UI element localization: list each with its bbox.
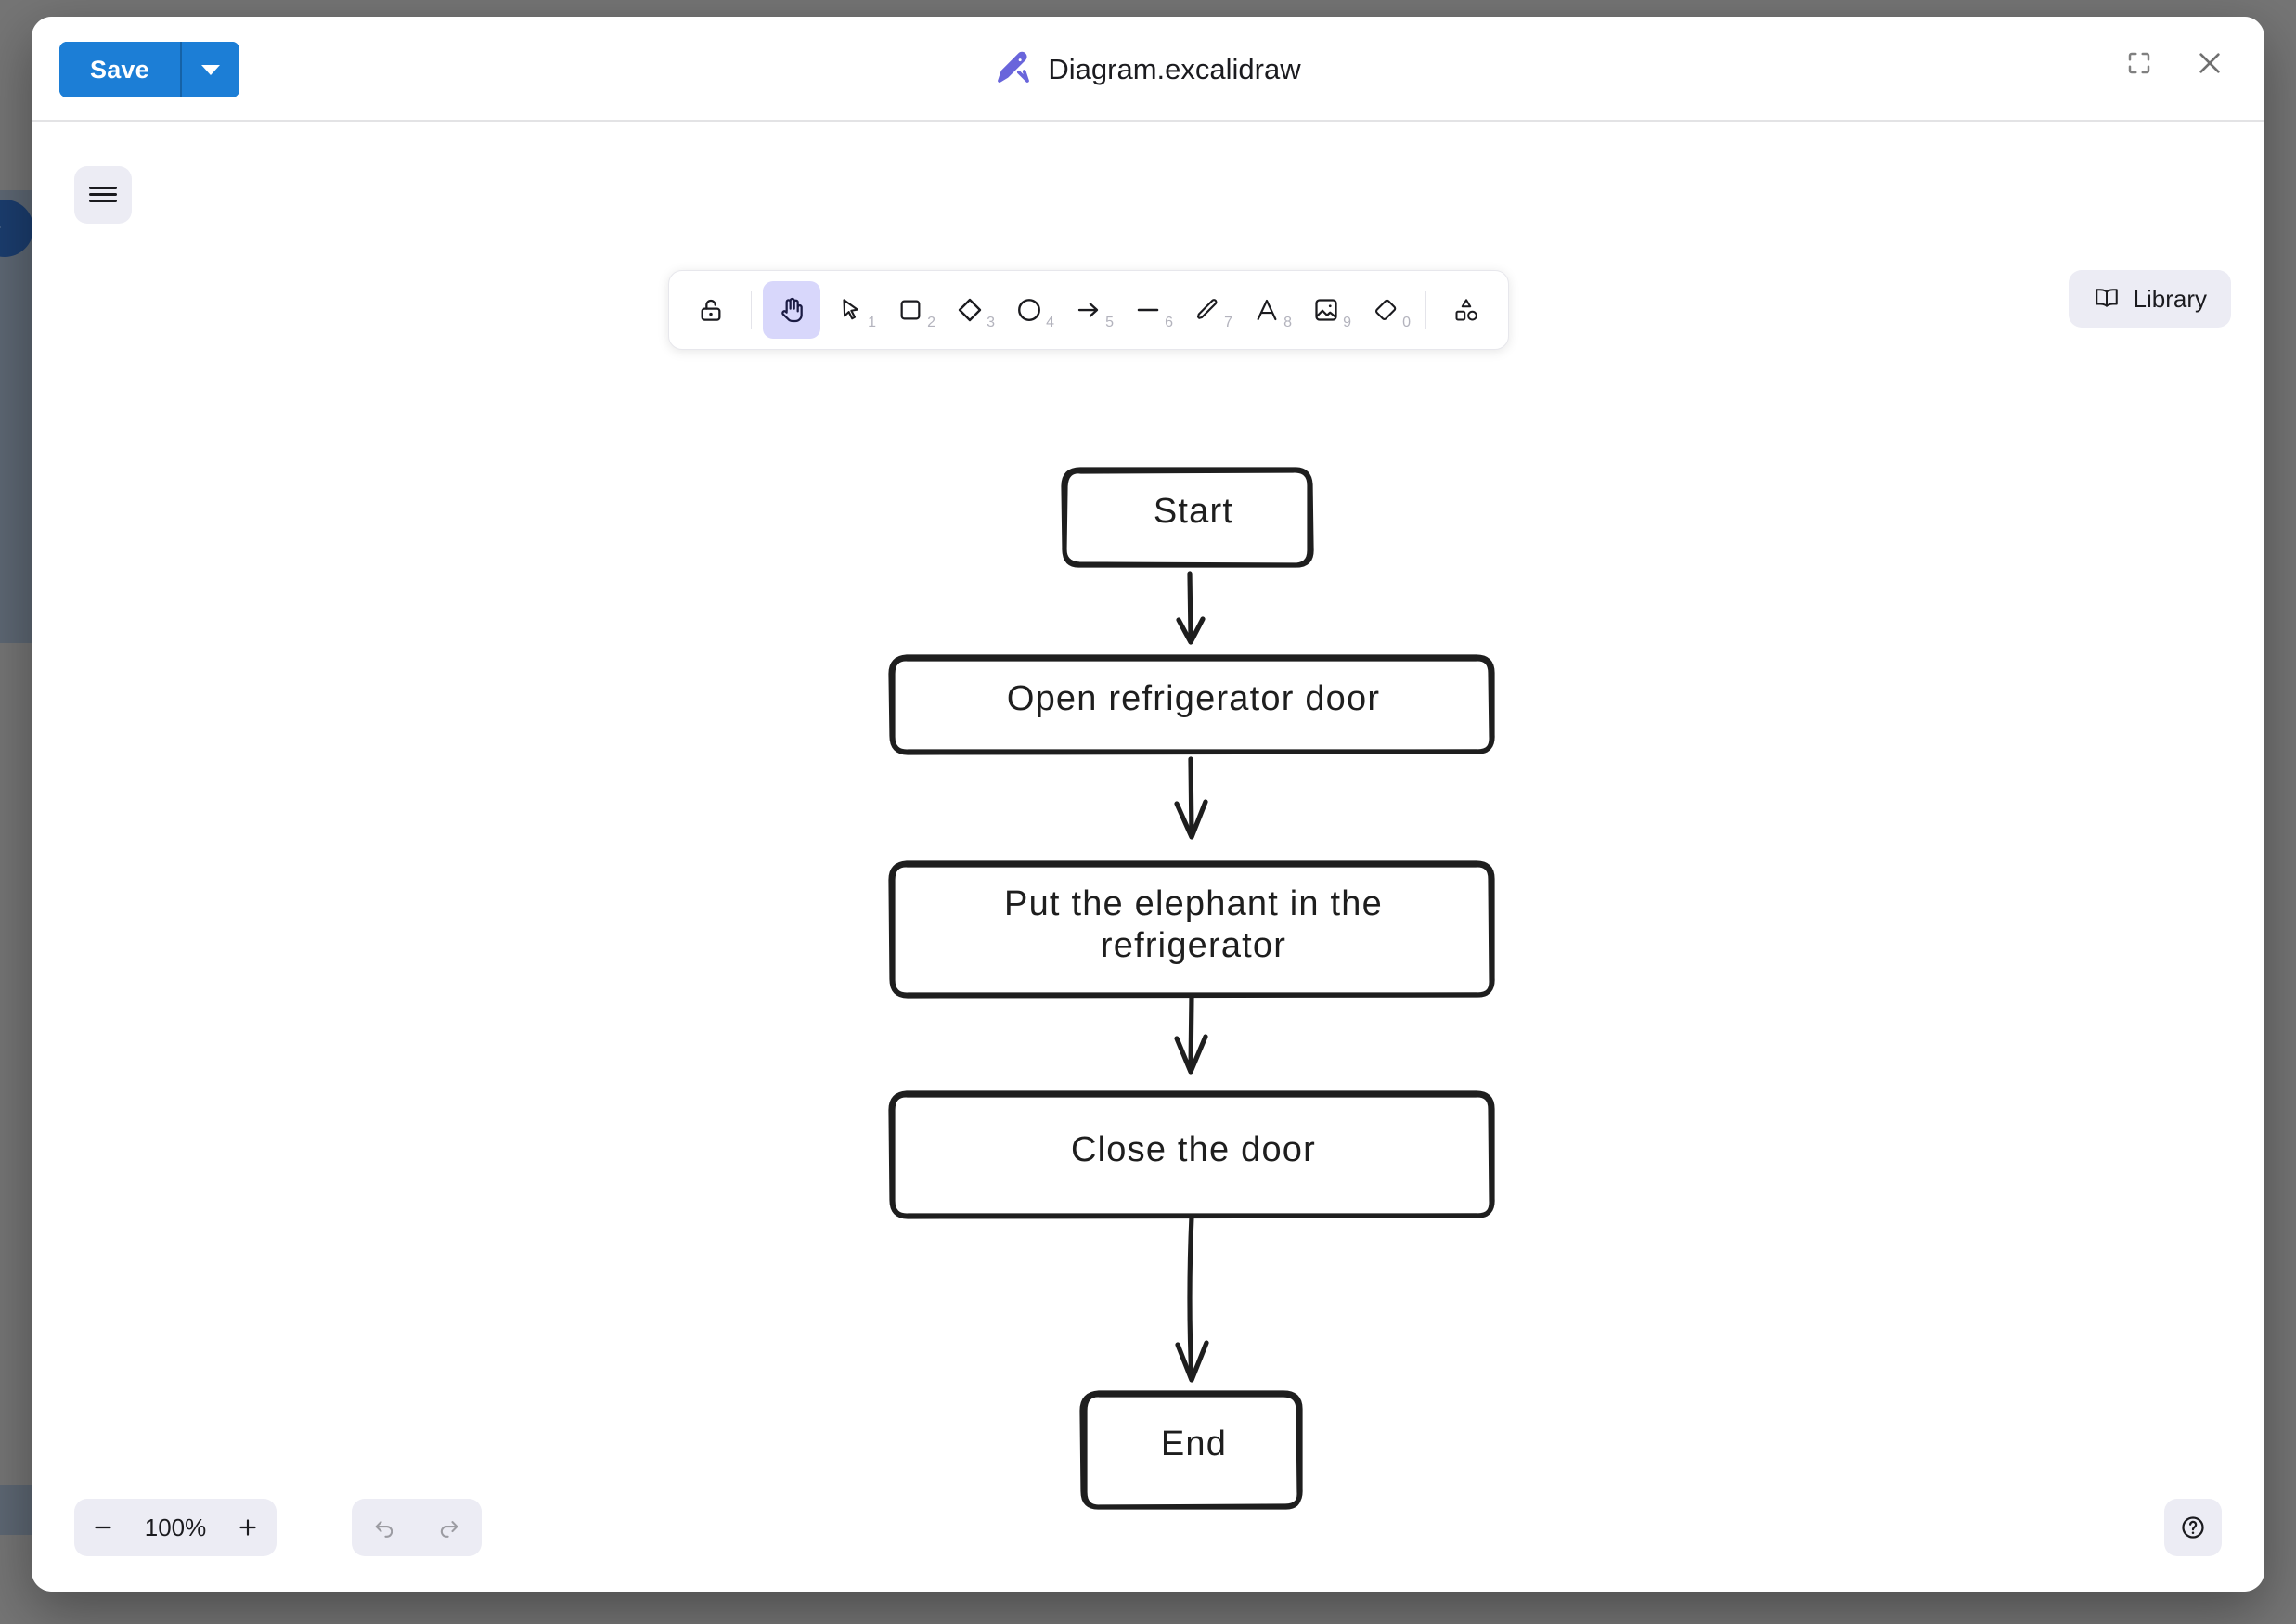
rectangle-icon [900, 300, 921, 320]
hand-tool-button[interactable] [763, 281, 820, 339]
document-title-area: Diagram.excalidraw [32, 17, 2264, 122]
tool-shortcut: 1 [868, 315, 876, 330]
redo-button[interactable] [417, 1499, 482, 1556]
undo-button[interactable] [352, 1499, 417, 1556]
edge-put-close [1174, 993, 1208, 1075]
close-button[interactable] [2186, 40, 2233, 86]
draw-icon [1196, 299, 1218, 319]
node-label-end: End [1160, 1424, 1228, 1463]
backdrop-panel [0, 190, 37, 643]
tool-shortcut: 8 [1283, 315, 1292, 330]
node-label-close: Close the door [1071, 1129, 1316, 1169]
library-label: Library [2133, 284, 2207, 313]
arrow-icon [1077, 303, 1099, 317]
tool-shortcut: 3 [987, 315, 995, 330]
library-button[interactable]: Library [2068, 270, 2231, 328]
drawing-canvas[interactable]: 1 2 3 4 [32, 122, 2264, 1592]
tool-shortcut: 2 [927, 315, 935, 330]
book-icon [2093, 284, 2121, 315]
tool-shortcut: 9 [1343, 315, 1351, 330]
minus-icon [95, 1526, 111, 1529]
fullscreen-button[interactable] [2116, 40, 2162, 86]
node-label-start: Start [1153, 491, 1234, 531]
ellipse-tool-button[interactable]: 4 [1000, 281, 1058, 339]
shapes-icon [1455, 299, 1477, 321]
redo-icon [440, 1521, 458, 1538]
lock-icon [701, 299, 721, 321]
undo-icon [375, 1521, 393, 1538]
hamburger-menu-icon [89, 187, 117, 203]
arrow-tool-button[interactable]: 5 [1060, 281, 1117, 339]
toolbar-divider [1425, 291, 1426, 329]
eraser-tool-button[interactable]: 0 [1357, 281, 1414, 339]
main-menu-button[interactable] [74, 166, 132, 224]
excalidraw-editor-modal: Save Diagram.excalidraw [32, 17, 2264, 1592]
line-tool-button[interactable]: 6 [1119, 281, 1177, 339]
help-button[interactable] [2164, 1499, 2222, 1556]
tool-shortcut: 7 [1224, 315, 1232, 330]
save-button[interactable]: Save [59, 42, 180, 97]
fullscreen-icon [2128, 52, 2150, 74]
diamond-tool-button[interactable]: 3 [941, 281, 999, 339]
window-controls [2116, 40, 2233, 86]
backdrop-footer-strip [0, 1485, 32, 1535]
hand-icon [781, 297, 803, 323]
save-divider [179, 42, 182, 97]
chevron-down-icon [200, 64, 220, 75]
close-icon [2199, 53, 2220, 73]
tool-shortcut: 6 [1165, 315, 1173, 330]
ellipse-icon [1018, 299, 1040, 321]
zoom-controls: 100% [74, 1499, 277, 1556]
tool-shortcut: 0 [1402, 315, 1411, 330]
toolbar-divider [751, 291, 752, 329]
tool-island: 1 2 3 4 [668, 270, 1509, 350]
zoom-level-value[interactable]: 100% [144, 1513, 207, 1541]
lock-tool-button[interactable] [682, 281, 740, 339]
history-controls [352, 1499, 482, 1556]
diamond-icon [958, 298, 982, 322]
more-tools-button[interactable] [1438, 281, 1495, 339]
text-tool-button[interactable]: 8 [1238, 281, 1296, 339]
save-button-group[interactable]: Save [59, 42, 239, 97]
selection-icon [843, 299, 858, 320]
tool-shortcut: 4 [1046, 315, 1054, 330]
page-title: Diagram.excalidraw [1048, 52, 1301, 85]
text-icon [1257, 299, 1277, 321]
excalidraw-logo-icon [995, 48, 1032, 90]
image-icon [1315, 299, 1337, 321]
line-icon [1137, 308, 1159, 312]
plus-icon [239, 1519, 256, 1536]
tool-shortcut: 5 [1105, 315, 1114, 330]
node-label-put: Put the elephant in the refrigerator [1004, 884, 1383, 965]
image-tool-button[interactable]: 9 [1297, 281, 1355, 339]
zoom-out-button[interactable] [74, 1499, 132, 1556]
edge-close-end [1175, 1214, 1209, 1383]
edge-open-put [1174, 756, 1208, 840]
save-options-dropdown-button[interactable] [181, 42, 239, 97]
eraser-icon [1375, 299, 1397, 320]
modal-titlebar: Save Diagram.excalidraw [32, 17, 2264, 122]
rectangle-tool-button[interactable]: 2 [882, 281, 939, 339]
node-label-open: Open refrigerator door [1006, 678, 1381, 718]
help-icon [2182, 1516, 2204, 1539]
draw-tool-button[interactable]: 7 [1179, 281, 1236, 339]
zoom-in-button[interactable] [219, 1499, 277, 1556]
edge-start-open [1176, 571, 1206, 645]
selection-tool-button[interactable]: 1 [822, 281, 880, 339]
